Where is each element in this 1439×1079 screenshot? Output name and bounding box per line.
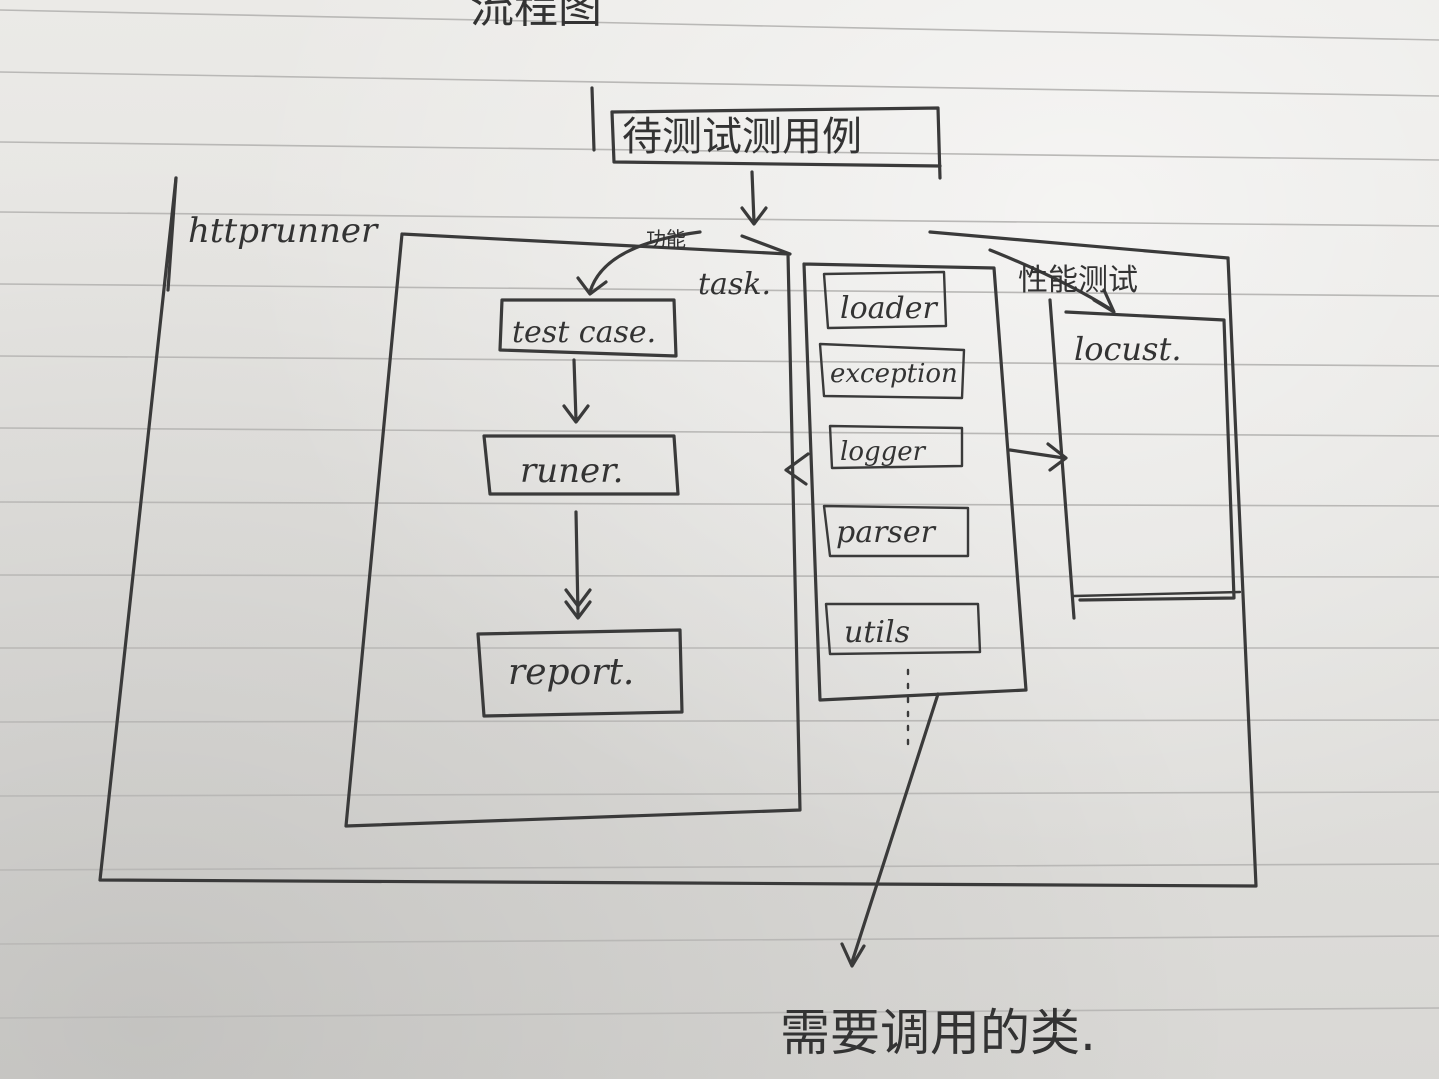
arrow-runer-report (574, 510, 580, 616)
node-runer: runer. (482, 434, 680, 496)
node-report-label: report. (508, 652, 634, 693)
locust-label: locust. (1074, 330, 1181, 368)
bottom-note: 需要调用的类. (780, 1004, 1096, 1062)
module-column (802, 262, 1028, 702)
locust-box: locust. (1048, 298, 1242, 620)
module-loader-label: loader (840, 291, 939, 326)
branch-label: 功能 (646, 227, 686, 251)
framework-box: httprunner (98, 176, 1258, 888)
node-report: report. (476, 628, 684, 718)
module-utils-label: utils (844, 615, 910, 650)
input-arrow-head (740, 206, 768, 226)
input-box-label: 待测试测用例 (622, 114, 862, 160)
module-exception-label: exception (830, 359, 958, 389)
header-fragment: 流程图 (470, 0, 602, 33)
arrow-runer-report-head1 (564, 588, 592, 608)
branch-arrow (588, 230, 702, 294)
note-arrow (850, 692, 940, 964)
perf-arrow-head (1092, 288, 1116, 314)
module-loader: loader (822, 270, 948, 330)
arrow-runer-report-head2 (564, 600, 592, 620)
task-box: task. (344, 232, 802, 828)
input-box: 待测试测用例 (590, 86, 942, 180)
module-logger: logger (828, 424, 964, 470)
module-utils: utils (824, 602, 982, 656)
arrow-testcase-runer-head (562, 404, 590, 424)
node-test-case: test case. (498, 298, 678, 358)
node-test-case-label: test case. (512, 315, 656, 350)
arrow-modules-runer (784, 452, 810, 486)
module-logger-label: logger (840, 437, 927, 467)
framework-label: httprunner (188, 211, 379, 251)
ruled-lines (0, 9, 1439, 1019)
input-arrow (750, 170, 756, 224)
module-parser: parser (822, 504, 970, 558)
node-runer-label: runer. (520, 451, 624, 491)
perf-label: 性能测试 (1018, 263, 1138, 298)
arrow-modules-locust-head (1046, 442, 1068, 472)
note-arrow-head (840, 942, 866, 968)
arrow-modules-locust (1008, 448, 1066, 460)
branch-arrow-head (576, 276, 608, 296)
task-label: task. (698, 267, 771, 302)
module-exception: exception (818, 342, 966, 400)
module-parser-label: parser (836, 515, 937, 550)
arrow-testcase-runer (572, 358, 578, 422)
